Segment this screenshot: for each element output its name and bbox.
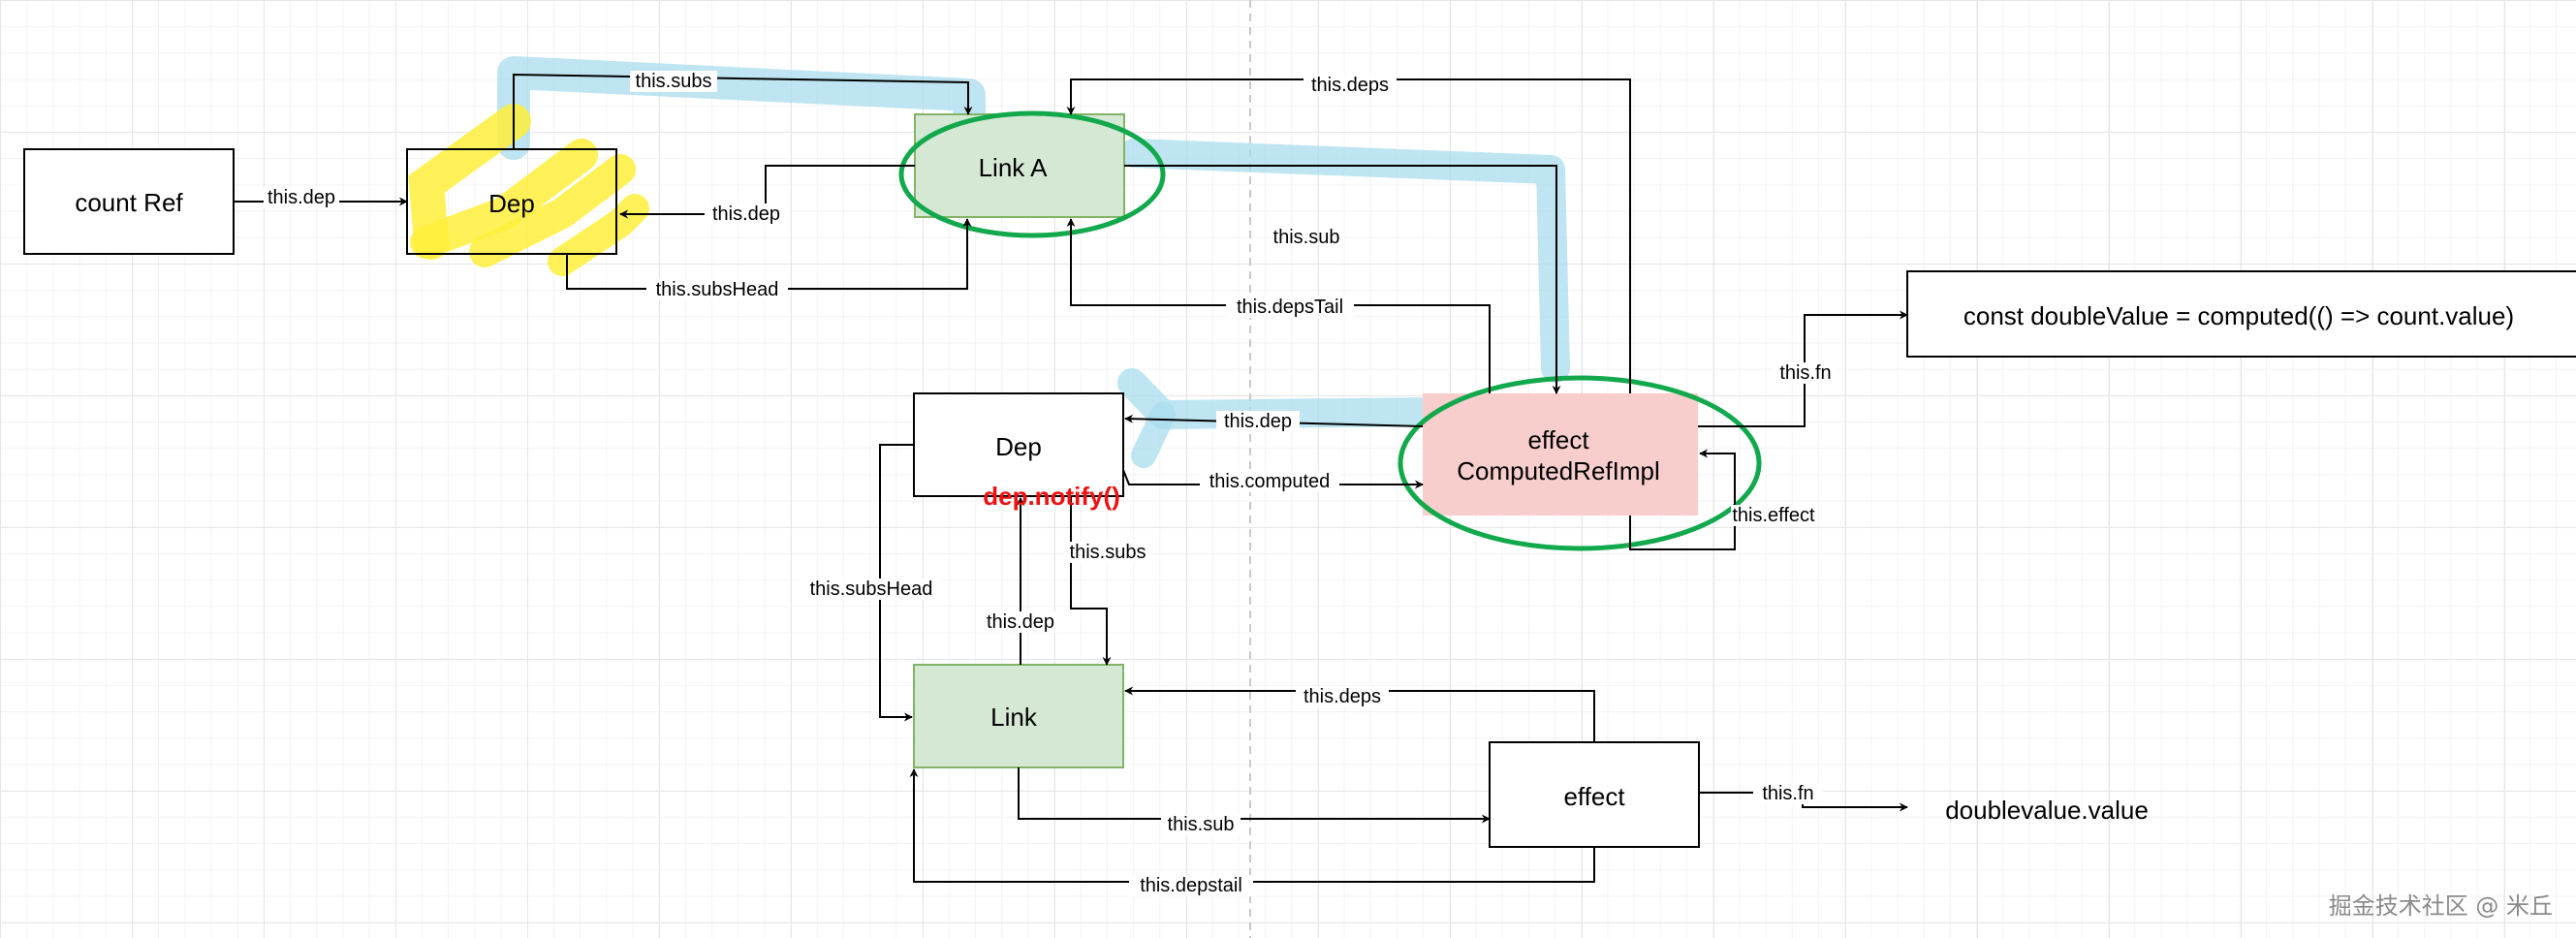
dep-top-label: Dep	[488, 189, 535, 218]
edge-computed-fn-label: this.fn	[1779, 362, 1831, 384]
edge-depmid-subshead-label: this.subsHead	[810, 578, 933, 600]
dep-notify-annotation: dep.notify()	[983, 482, 1120, 511]
doublevalue-label: doublevalue.value	[1945, 796, 2149, 825]
link-a-label: Link A	[979, 153, 1048, 182]
count-ref-label: count Ref	[75, 188, 183, 217]
edge-linka-dep	[619, 165, 915, 219]
edge-link-sub	[1018, 767, 1491, 824]
watermark: 掘金技术社区 @ 米丘	[2328, 892, 2553, 920]
computed-line1-label: effect	[1527, 425, 1589, 454]
edge-dep-subs-label: this.subs	[636, 71, 712, 92]
edge-computed-effect-label: this.effect	[1732, 505, 1815, 526]
link-a-node[interactable]: Link A	[898, 110, 1166, 238]
effect-label: effect	[1563, 782, 1625, 811]
edge-depmid-subs	[1070, 496, 1112, 666]
edge-effect-deps	[1124, 686, 1595, 742]
const-double-node[interactable]: const doubleValue = computed(() => count…	[1906, 270, 2576, 358]
edge-linka-dep-label: this.dep	[712, 203, 780, 225]
edge-depmid-subs-label: this.subs	[1070, 542, 1147, 563]
effect-node[interactable]: effect	[1489, 741, 1700, 848]
edge-dep-subshead-label: this.subsHead	[656, 279, 779, 300]
edge-count-dep-label: this.dep	[267, 187, 335, 208]
edge-labels: this.dep this.subs this.dep this.subsHea…	[264, 71, 1838, 896]
yellow-highlight	[408, 104, 649, 276]
edge-dep-computed-label: this.computed	[1209, 471, 1331, 492]
edge-computed-depstail-label: this.depsTail	[1237, 297, 1343, 318]
edge-link-dep-label: this.dep	[987, 611, 1054, 633]
link-label: Link	[990, 703, 1038, 732]
computed-line2-label: ComputedRefImpl	[1457, 456, 1660, 485]
edge-linka-sub-label: this.sub	[1273, 227, 1340, 248]
link-node[interactable]: Link	[913, 664, 1124, 768]
edge-dep-subs	[513, 73, 973, 149]
edge-linka-sub	[1124, 165, 1561, 394]
edge-effect-depstail	[909, 768, 1595, 883]
edge-effect-fn-label: this.fn	[1762, 783, 1813, 804]
edge-effect-deps-label: this.deps	[1304, 686, 1381, 707]
dep-mid-node[interactable]: Dep	[913, 392, 1124, 497]
edge-computed-dep-label: this.dep	[1224, 411, 1292, 432]
dep-mid-label: Dep	[995, 432, 1042, 461]
computed-ref-impl-node[interactable]: effect ComputedRefImpl	[1398, 375, 1762, 551]
edge-computed-effect	[1629, 449, 1736, 550]
edge-effect-depstail-label: this.depstail	[1140, 875, 1242, 896]
count-ref-node[interactable]: count Ref	[23, 148, 235, 255]
const-double-label: const doubleValue = computed(() => count…	[1963, 301, 2514, 330]
edge-link-sub-label: this.sub	[1168, 814, 1235, 835]
edge-computed-deps-label: this.deps	[1311, 75, 1389, 96]
